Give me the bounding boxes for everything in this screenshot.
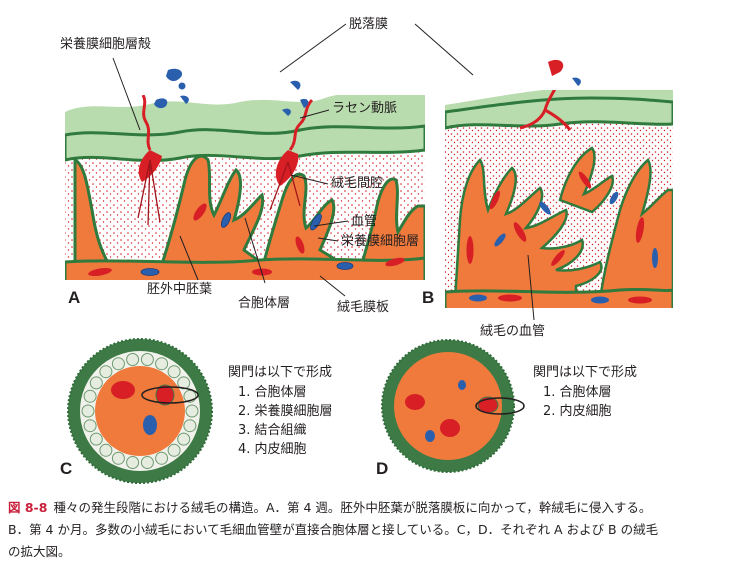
cytotrophoblast-cell [155,357,169,371]
cytotrophoblast-cell [111,451,125,465]
barrier-c-item-1: 1. 合胞体層 [238,385,307,400]
label-extraembryonic-mesoderm: 胚外中胚葉 [147,282,212,297]
barrier-c-item-3: 3. 結合組織 [238,423,307,438]
cytotrophoblast-cells-c [81,353,199,469]
cytotrophoblast-cell [155,451,169,465]
cross-section-d [381,339,525,473]
cytotrophoblast-cell [126,456,140,469]
label-cytotrophoblast: 栄養膜細胞層 [341,233,419,249]
panel-a-decidua-vessels [154,68,309,116]
caption-line-1: 図 8-8 種々の発生段階における絨毛の構造。A．第 4 週。胚外中胚葉が脱落膜板… [8,497,744,519]
figure-8-8: 栄養膜細胞層殻 脱落膜 ラセン動脈 絨毛間腔 血管 栄養膜細胞層 胚外中胚葉 合… [60,17,673,484]
cytotrophoblast-cell [185,404,199,418]
labels: 栄養膜細胞層殻 脱落膜 ラセン動脈 絨毛間腔 血管 栄養膜細胞層 胚外中胚葉 合… [60,17,637,478]
cytotrophoblast-cell [89,376,103,390]
cytotrophoblast-cell [177,432,191,446]
label-syncytium: 合胞体層 [238,296,290,311]
label-decidua: 脱落膜 [349,17,388,32]
cytotrophoblast-cell [140,456,154,469]
cytotrophoblast-cell [99,365,113,379]
panel-a-diagram [65,95,425,280]
label-trophoblast-shell: 栄養膜細胞層殻 [60,36,151,52]
cytotrophoblast-cell [140,353,154,366]
figure-caption: 図 8-8 種々の発生段階における絨毛の構造。A．第 4 週。胚外中胚葉が脱落膜板… [8,497,744,563]
cross-section-c [67,338,213,484]
panel-label-c: C [60,459,72,478]
label-villous-vessels: 絨毛の血管 [480,324,545,339]
cytotrophoblast-cell [81,404,95,418]
barrier-d-item-1: 1. 合胞体層 [543,385,612,400]
caption-line-2: B．第 4 か月。多数の小絨毛において毛細血管壁が直接合胞体層と接している。C，… [8,522,659,537]
cytotrophoblast-cell [126,353,140,366]
cytotrophoblast-cell [177,376,191,390]
cytotrophoblast-cell [83,419,97,433]
label-blood-vessel: 血管 [351,214,377,229]
cytotrophoblast-cell [99,443,113,457]
panel-b-diagram [445,90,673,308]
barrier-d-item-2: 2. 内皮細胞 [543,403,612,419]
label-spiral-artery: ラセン動脈 [332,101,397,116]
panel-label-a: A [68,288,80,307]
caption-number: 図 8-8 [8,500,48,515]
panel-label-d: D [376,459,388,478]
panel-label-b: B [422,288,434,307]
caption-line-3: の拡大図。 [8,544,71,559]
panel-b-decidua-vessels [548,59,581,86]
cytotrophoblast-cell [183,419,197,433]
cytotrophoblast-cell [167,443,181,457]
barrier-c-item-4: 4. 内皮細胞 [238,441,307,457]
label-chorionic-plate: 絨毛膜板 [337,300,389,315]
barrier-c-title: 関門は以下で形成 [228,365,332,380]
barrier-d-title: 関門は以下で形成 [533,365,637,380]
caption-text-1: 種々の発生段階における絨毛の構造。A．第 4 週。胚外中胚葉が脱落膜板に向かって… [53,500,652,515]
cytotrophoblast-cell [111,357,125,371]
cytotrophoblast-cell [83,389,97,403]
label-intervillous-space: 絨毛間腔 [331,176,383,191]
leader-lines [112,23,535,321]
cytotrophoblast-cell [167,365,181,379]
cytotrophoblast-cell [89,432,103,446]
barrier-c-item-2: 2. 栄養膜細胞層 [238,403,333,419]
